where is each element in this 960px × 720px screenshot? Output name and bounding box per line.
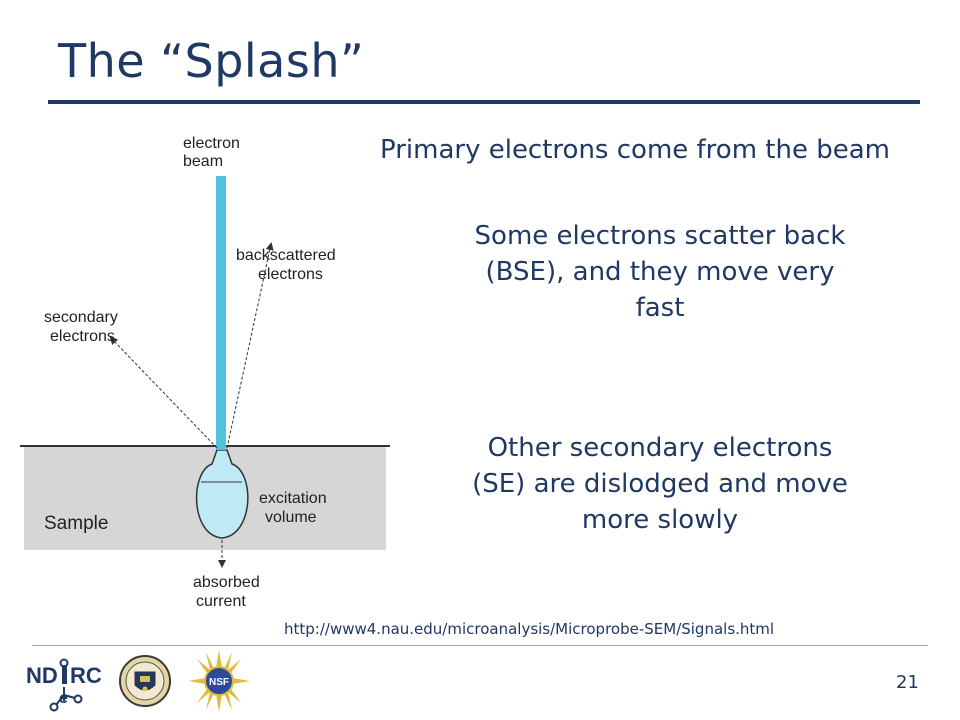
ndirc-logo-text-e: e [59, 690, 68, 707]
bullet-secondary-electrons: Other secondary electrons (SE) are dislo… [472, 433, 848, 535]
secondary-arrow [109, 336, 218, 449]
ndirc-logo-text-nd: ND [26, 663, 58, 688]
university-seal-logo [119, 655, 171, 707]
absorbed-current-label: absorbed [193, 574, 260, 591]
secondary-label: secondary [44, 309, 118, 326]
nsf-logo-text: NSF [209, 677, 229, 688]
backscattered-label-line2: electrons [258, 266, 323, 283]
excitation-volume-label-line2: volume [265, 509, 317, 526]
absorbed-current-label-line2: current [196, 593, 246, 610]
secondary-label-line2: electrons [50, 328, 115, 345]
source-url-link[interactable]: http://www4.nau.edu/microanalysis/Microp… [284, 620, 775, 638]
bullet-backscattered-electrons: Some electrons scatter back (BSE), and t… [474, 221, 846, 323]
bullet-primary-electrons: Primary electrons come from the beam [379, 135, 890, 165]
sample-label: Sample [44, 513, 108, 534]
footer-divider [32, 645, 928, 646]
nsf-logo: NSF [188, 650, 250, 712]
backscattered-label: backscattered [236, 247, 336, 264]
excitation-volume-label: excitation [259, 490, 327, 507]
ndirc-logo-text-rc: RC [70, 663, 102, 688]
slide-title: The “Splash” [58, 34, 365, 88]
electron-beam [216, 176, 226, 450]
page-number: 21 [896, 672, 919, 693]
sem-splash-diagram: electron beam backscattered electrons se… [20, 135, 390, 610]
excitation-volume [195, 449, 249, 539]
ndirc-logo: ND RC e [26, 658, 102, 712]
electron-beam-label-line2: beam [183, 153, 223, 170]
electron-beam-label: electron [183, 135, 240, 152]
title-underline [48, 100, 920, 104]
